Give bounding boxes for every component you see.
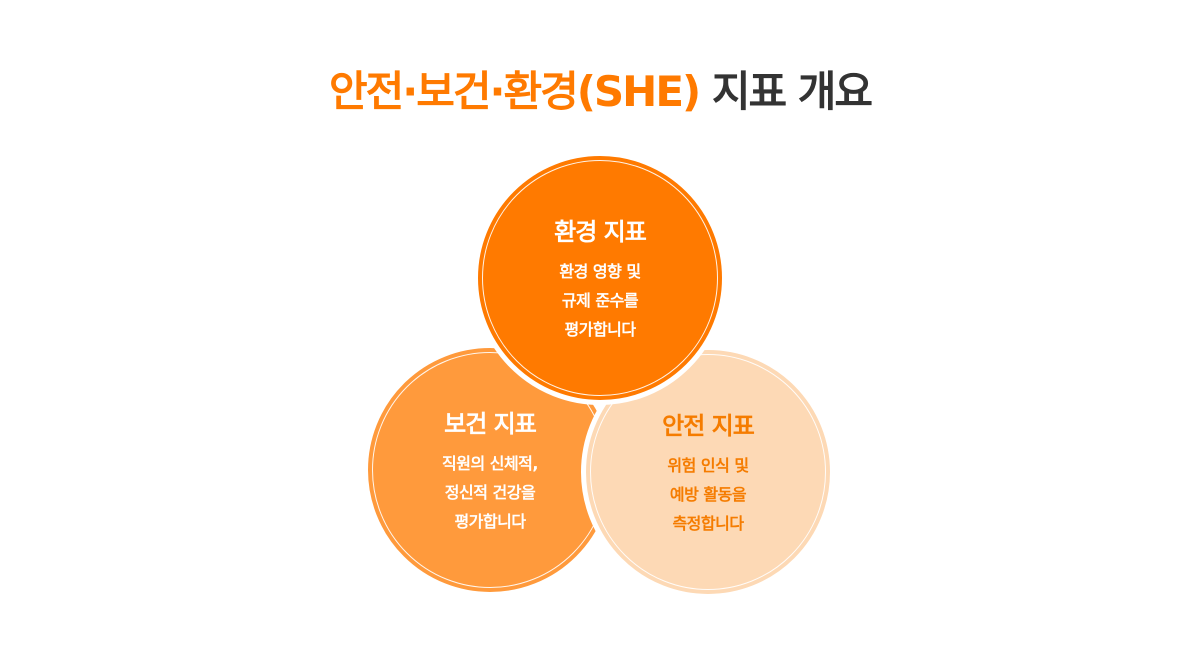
- environment-line: 환경 영향 및: [559, 262, 641, 281]
- safety-line: 예방 활동을: [669, 485, 747, 504]
- health-heading: 보건 지표: [444, 410, 537, 438]
- safety-heading: 안전 지표: [662, 412, 755, 440]
- health-line: 정신적 건강을: [444, 483, 536, 502]
- environment-indicator-circle: 환경 지표 환경 영향 및 규제 준수를 평가합니다: [473, 151, 727, 405]
- safety-line: 측정합니다: [672, 514, 744, 533]
- title-accent: 안전·보건·환경(SHE): [328, 67, 701, 116]
- environment-heading: 환경 지표: [554, 218, 647, 246]
- health-line: 직원의 신체적,: [442, 454, 538, 473]
- environment-line: 규제 준수를: [561, 291, 639, 310]
- health-line: 평가합니다: [454, 512, 526, 531]
- page-title: 안전·보건·환경(SHE) 지표 개요: [0, 58, 1200, 119]
- environment-line: 평가합니다: [564, 320, 636, 339]
- safety-line: 위험 인식 및: [667, 456, 749, 475]
- title-rest: 지표 개요: [699, 67, 873, 116]
